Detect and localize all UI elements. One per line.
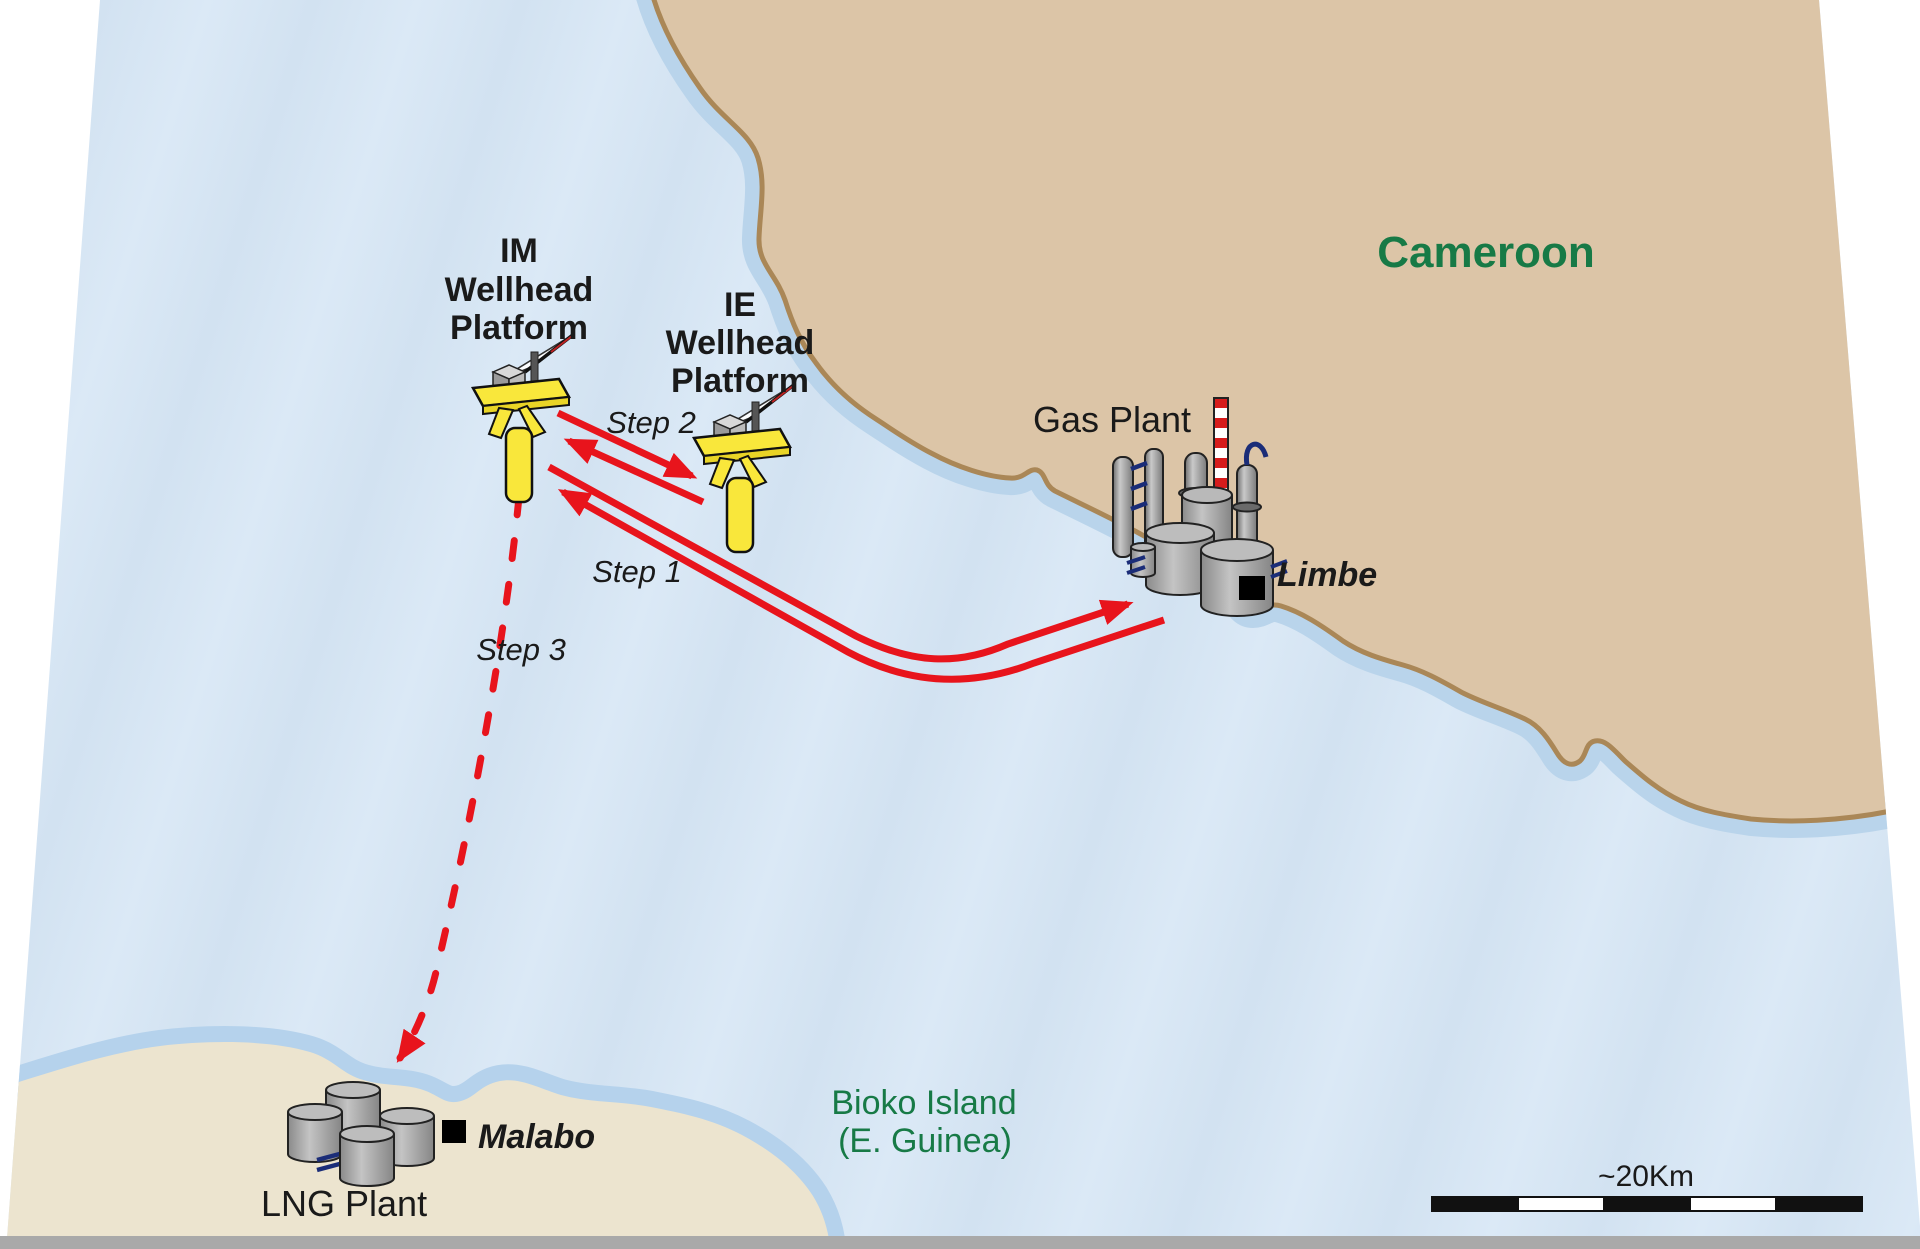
ie-platform-label-line2: Wellhead bbox=[666, 324, 815, 362]
step2-route-arrows bbox=[556, 409, 705, 506]
step2-arrow-to-im bbox=[563, 437, 705, 506]
step1-arrow-to-limbe bbox=[547, 463, 1134, 663]
lng-plant-icon bbox=[287, 1081, 435, 1187]
bioko-island-label-line2: (E. Guinea) bbox=[838, 1122, 1012, 1160]
step3-dashed-arrow bbox=[396, 493, 523, 1063]
step2-arrow-to-ie bbox=[556, 409, 698, 480]
step1-label: Step 1 bbox=[592, 554, 682, 589]
im-platform-label-line1: IM bbox=[500, 232, 538, 270]
im-platform-label-line2: Wellhead bbox=[445, 271, 594, 309]
cameroon-label: Cameroon bbox=[1377, 228, 1595, 277]
step2-label: Step 2 bbox=[606, 405, 696, 440]
im-platform-label-line3: Platform bbox=[450, 309, 588, 347]
map-labels: Cameroon IM Wellhead Platform IE Wellhea… bbox=[261, 228, 1694, 1224]
map-base-strip bbox=[0, 1236, 1920, 1249]
scale-bar-label: ~20Km bbox=[1598, 1160, 1694, 1193]
gas-plant-label: Gas Plant bbox=[1033, 399, 1191, 440]
limbe-city-marker bbox=[1239, 576, 1265, 600]
step1-route-arrows bbox=[547, 463, 1166, 683]
step1-arrow-to-im bbox=[557, 488, 1166, 683]
scale-bar bbox=[1431, 1196, 1863, 1212]
gas-plant-icon bbox=[1112, 397, 1288, 617]
lng-plant-label: LNG Plant bbox=[261, 1183, 427, 1224]
step3-label: Step 3 bbox=[476, 632, 566, 667]
bioko-island-label-line1: Bioko Island bbox=[831, 1084, 1016, 1122]
ie-platform-label-line1: IE bbox=[724, 286, 756, 324]
malabo-label: Malabo bbox=[478, 1118, 595, 1156]
ie-platform-label-line3: Platform bbox=[671, 362, 809, 400]
malabo-city-marker bbox=[442, 1120, 466, 1143]
limbe-label: Limbe bbox=[1277, 556, 1377, 594]
